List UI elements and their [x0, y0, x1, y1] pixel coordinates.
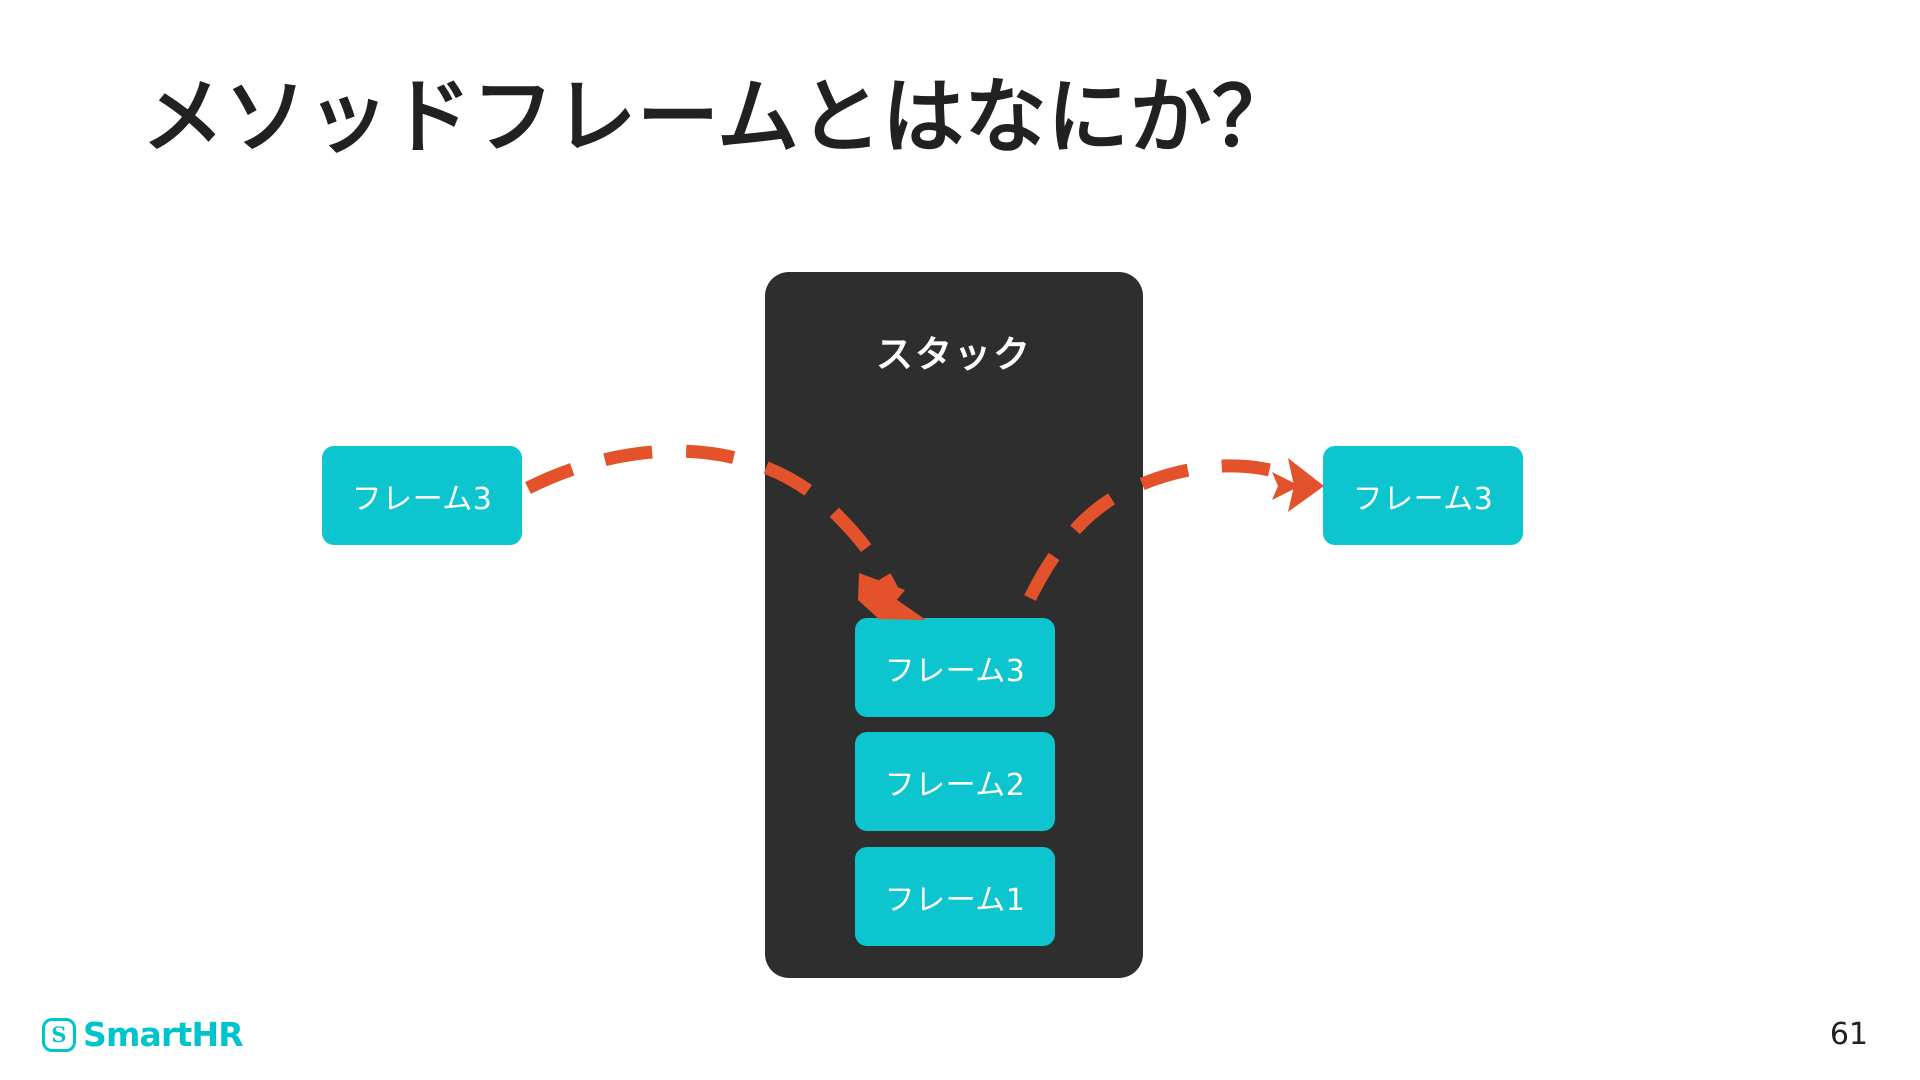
smarthr-logo-mark-icon: S — [42, 1017, 76, 1052]
page-title: メソッドフレームとはなにか？ — [142, 70, 1295, 165]
page-number: 61 — [1829, 1017, 1868, 1052]
smarthr-logo: S SmartHR — [42, 1015, 244, 1054]
incoming-frame-chip: フレーム3 — [322, 446, 522, 545]
pop-arrow-head-wing — [1272, 472, 1300, 500]
smarthr-logo-text: SmartHR — [83, 1015, 244, 1054]
pop-arrow-head — [1288, 458, 1324, 512]
stack-label: スタック — [876, 333, 1032, 376]
stack-frame-3: フレーム3 — [855, 618, 1055, 717]
outgoing-frame-chip: フレーム3 — [1323, 446, 1523, 545]
stack-frame-1: フレーム1 — [855, 847, 1055, 946]
stack-container: スタック フレーム3 フレーム2 フレーム1 — [765, 272, 1143, 978]
stack-frame-2: フレーム2 — [855, 732, 1055, 831]
